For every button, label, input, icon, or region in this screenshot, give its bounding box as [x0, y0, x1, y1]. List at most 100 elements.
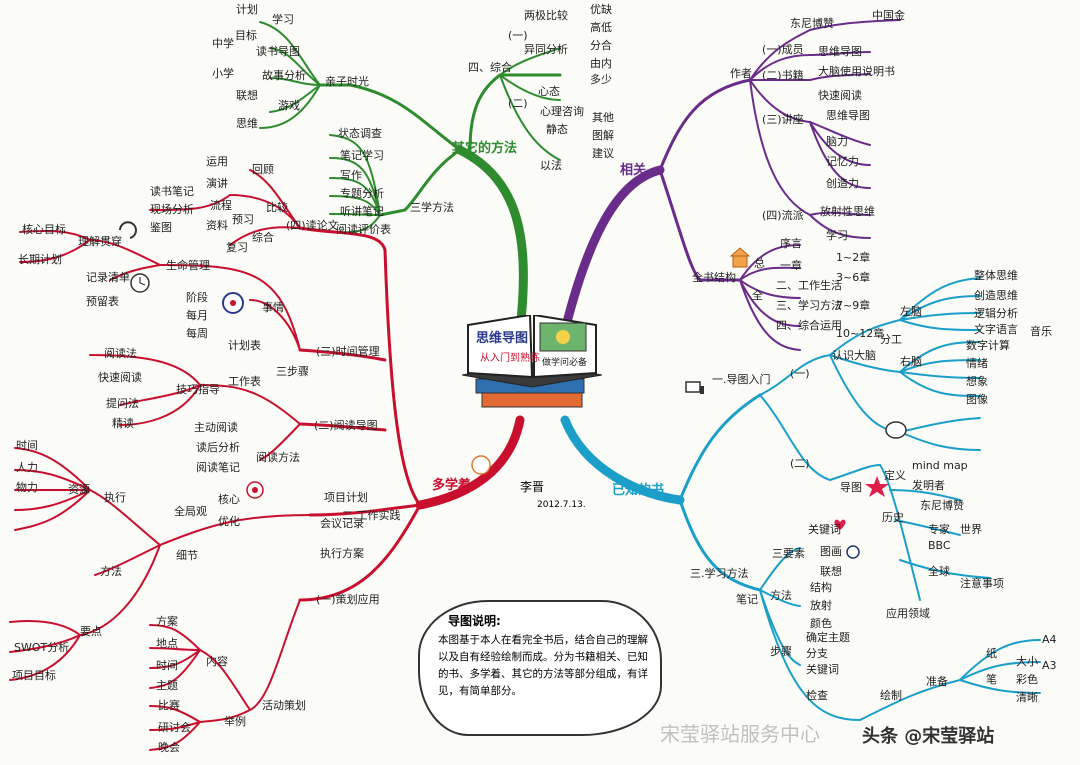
- cyan-a-label: 一.导图入门: [712, 373, 771, 386]
- purple-branch-label: 相关: [620, 163, 647, 178]
- cyan-a2-item: 导图: [840, 481, 862, 494]
- green-a1-item: 心态: [538, 85, 560, 98]
- green-a2-item: 建议: [592, 147, 614, 160]
- red-s2-item: 理解贯穿: [78, 235, 122, 248]
- red-s4-item: 方法: [100, 565, 122, 578]
- cyan-a1-item: 文字语言: [974, 323, 1018, 336]
- cyan-a1-item: 数字计算: [966, 339, 1010, 352]
- purple-b-item: 序言: [780, 237, 802, 250]
- cyan-b-item: 纸: [986, 647, 997, 660]
- purple-a-item: (二)书籍: [762, 69, 804, 82]
- cyan-b-item: 放射: [810, 599, 832, 612]
- center-pill: 做学问必备: [542, 358, 588, 368]
- green-a1-item: 异同分析: [524, 43, 568, 56]
- red-s3-item: 快速阅读: [98, 371, 142, 384]
- cyan-a2-item: 注意事项: [960, 577, 1004, 590]
- face-icon: [846, 545, 860, 559]
- green-a1-label: (一): [508, 29, 528, 42]
- cyan-branch-trunk: [560, 415, 685, 505]
- cyan-b-item: A3: [1042, 659, 1057, 672]
- red-s4-item: 项目计划: [324, 491, 368, 504]
- cyan-b-item: 结构: [810, 581, 832, 594]
- purple-branch-trunk: [560, 165, 665, 335]
- purple-b-item: 二、工作生活: [776, 279, 842, 292]
- green-b-item: 计划: [236, 3, 258, 16]
- cyan-a1-item: 整体思维: [974, 269, 1018, 282]
- green-c-item: 状态调查: [338, 127, 382, 140]
- star-icon: [865, 476, 889, 497]
- green-c-item: 写作: [340, 169, 362, 182]
- red-s5-label: (一)策划应用: [316, 593, 380, 606]
- red-branch-label: 多学着: [432, 478, 472, 493]
- red-s2-item: 阶段: [186, 291, 208, 304]
- purple-b-item: 总: [754, 257, 765, 270]
- cyan-b-item: 图画: [820, 545, 842, 558]
- green-a2-item: 心理咨询: [540, 105, 584, 118]
- green-b-label: 亲子时光: [325, 75, 369, 88]
- green-c-item: 阅读评价表: [336, 223, 391, 236]
- purple-a-item: 学习: [826, 229, 848, 242]
- green-c-item: 专题分析: [340, 187, 384, 200]
- red-s1-label: (四)读论文: [286, 219, 339, 232]
- watermark-sub: 宋莹驿站服务中心: [660, 722, 820, 746]
- red-s5-item: 地点: [156, 637, 178, 650]
- red-s3-item: 阅读法: [104, 347, 137, 360]
- red-s5-item: SWOT分析: [14, 641, 70, 654]
- green-a2-item: 静态: [546, 123, 568, 136]
- green-a1-item: 由内: [590, 57, 612, 70]
- purple-a-item: 思维导图: [818, 45, 862, 58]
- center-subtitle: 从入门到熟练: [480, 353, 540, 364]
- heart-icon: [834, 519, 846, 530]
- cyan-a2-item: 定义: [884, 469, 906, 482]
- cyan-a1-item: 分工: [880, 333, 902, 346]
- cyan-b-item: 确定主题: [806, 631, 850, 644]
- cyan-a1-item: 创造思维: [974, 289, 1018, 302]
- red-s5-item: 内容: [206, 655, 228, 668]
- purple-b-item: 1~2章: [836, 251, 871, 264]
- green-b-item: 故事分析: [262, 69, 306, 82]
- cyan-a2-item: 世界: [960, 523, 982, 536]
- cyan-b-item: 步骤: [770, 645, 792, 658]
- cyan-a1-label: (一): [790, 367, 810, 380]
- green-sub-c: [378, 148, 462, 217]
- note-title: 导图说明:: [448, 614, 501, 628]
- purple-b-item: 四、综合运用: [776, 319, 842, 332]
- cyan-a1-item: 情绪: [966, 357, 988, 370]
- green-a2-label: (二): [508, 97, 528, 110]
- flower-icon: [222, 292, 244, 314]
- date: 2012.7.13.: [537, 500, 586, 510]
- purple-b-item: 10~12章: [836, 327, 885, 340]
- cyan-b-item: 关键词: [806, 663, 839, 676]
- green-b-item: 目标: [235, 29, 257, 42]
- watermark-main: 头条 @宋莹驿站: [862, 726, 995, 747]
- red-s4-item: 细节: [176, 549, 198, 562]
- red-s4-label: 二.工作实践: [342, 509, 401, 522]
- clock-icon: [130, 273, 150, 293]
- purple-b-item: 3~6章: [836, 271, 871, 284]
- green-branch-trunk: [455, 145, 528, 335]
- red-s5-item: 活动策划: [262, 699, 306, 712]
- brain-icon: [885, 421, 907, 439]
- green-b-item: 联想: [236, 89, 258, 102]
- orange-face-icon: [471, 455, 491, 475]
- cyan-a1-item: 左脑: [900, 305, 922, 318]
- cyan-a2-item: BBC: [928, 539, 951, 552]
- green-a1-item: 高低: [590, 21, 612, 34]
- purple-a-item: 放射性思维: [820, 205, 875, 218]
- purple-a-item: 脑力: [826, 135, 848, 148]
- red-s5-item: 主题: [156, 679, 178, 692]
- red-s4-item: 会议记录: [320, 517, 364, 530]
- center-book-illustration: 思维导图 从入门到熟练 做学问必备: [461, 313, 603, 425]
- red-s1-item: 综合: [252, 231, 274, 244]
- purple-b-item: 全: [752, 289, 763, 302]
- swirl-icon: [119, 221, 137, 239]
- purple-a-item: (一)成员: [762, 43, 804, 56]
- purple-a-item: 快速阅读: [818, 89, 862, 102]
- purple-a-item: 记忆力: [826, 155, 859, 168]
- green-a-label: 四、综合: [468, 61, 512, 74]
- cyan-b-item: 笔记: [736, 593, 758, 606]
- red-s2-item: 记录清单: [86, 271, 130, 284]
- watermark: 宋莹驿站服务中心: [660, 718, 820, 747]
- red-s5-item: 时间: [156, 659, 178, 672]
